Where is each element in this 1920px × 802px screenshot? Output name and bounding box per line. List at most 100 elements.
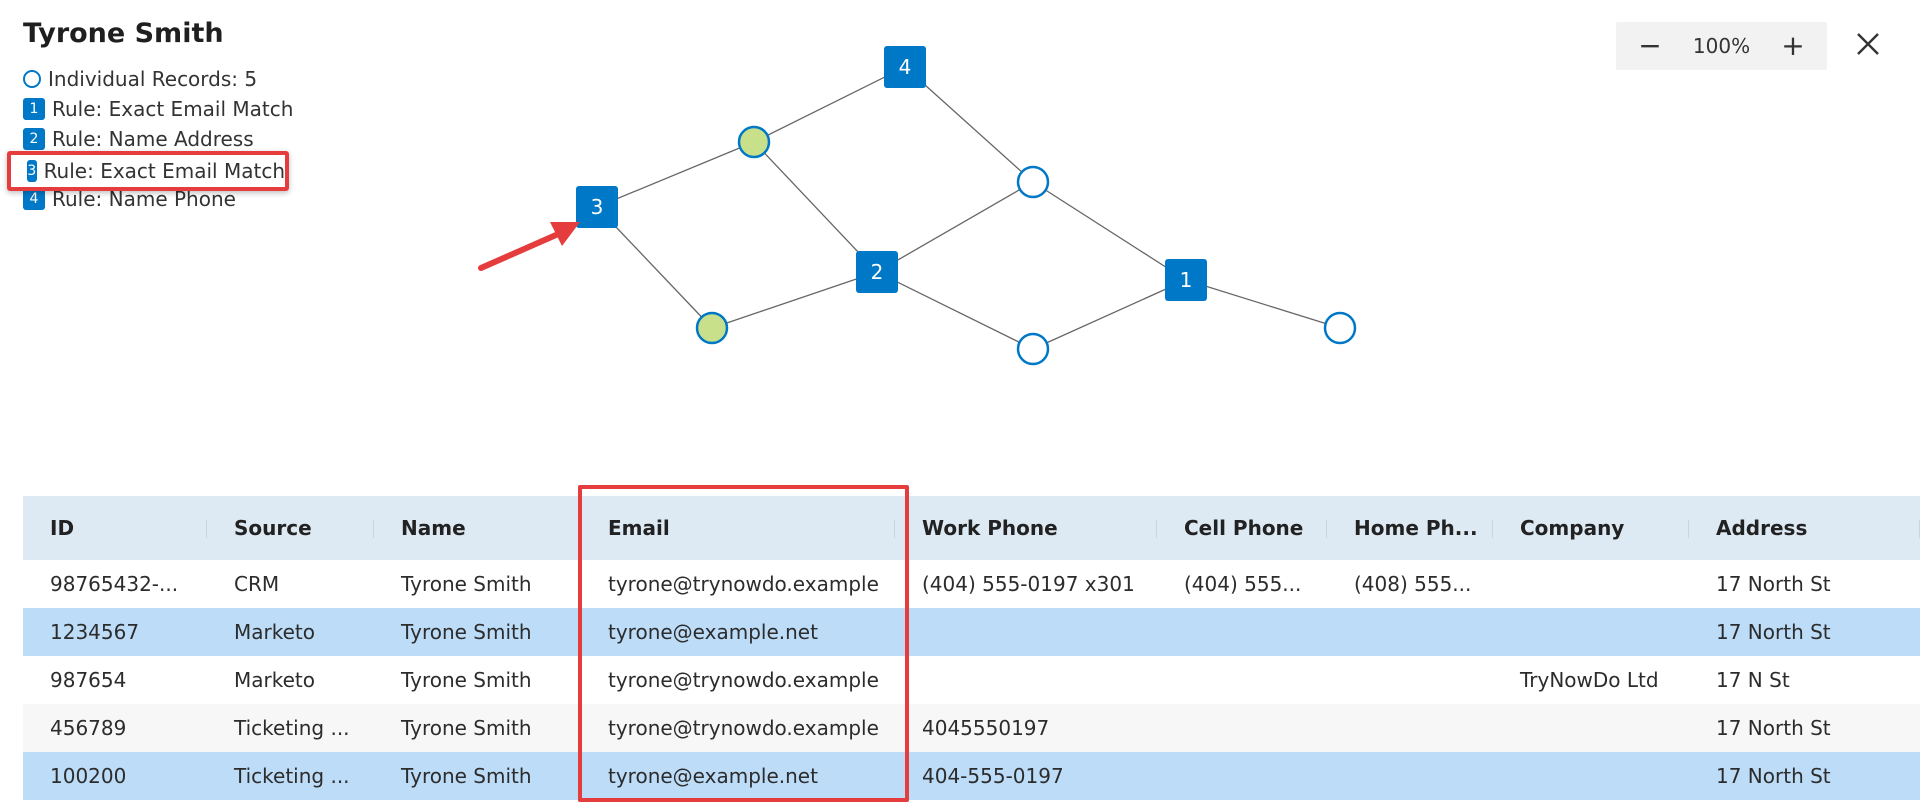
table-row[interactable]: 456789 Ticketing ... Tyrone Smith tyrone… [23,704,1920,752]
legend-item-records: Individual Records: 5 [23,64,257,94]
record-node-matched[interactable] [737,125,771,159]
rule-node-label: 2 [871,260,884,284]
column-header-home-phone[interactable]: Home Ph... [1327,496,1493,560]
rule-node-icon: 3 [27,160,37,182]
cell-email: tyrone@example.net [608,620,818,644]
rule-node-icon: 1 [23,98,45,120]
red-arrow-icon [478,222,580,271]
rule-node-label: 3 [591,195,604,219]
cell-company [1493,704,1689,752]
legend-item-rule-2: 2 Rule: Name Address [23,124,254,154]
plus-icon[interactable]: + [1781,29,1805,62]
close-button[interactable] [1852,28,1884,60]
graph-edges [596,66,1341,350]
rule-node-label: 4 [899,55,912,79]
rule-node-icon: 2 [23,128,45,150]
table-row[interactable]: 98765432-... CRM Tyrone Smith tyrone@try… [23,560,1920,608]
record-node-matched[interactable] [695,311,729,345]
records-table: ID Source Name Email Work Phone Cell Pho… [23,496,1920,800]
cell-cell-phone [1157,752,1327,800]
table-row[interactable]: 1234567 Marketo Tyrone Smith tyrone@exam… [23,608,1920,656]
cell-email: tyrone@example.net [608,764,818,788]
cell-cell-phone [1157,608,1327,656]
column-header-source[interactable]: Source [207,496,374,560]
cell-work-phone [895,656,1157,704]
cell-source: Marketo [234,668,315,692]
graph-edge [876,271,1034,350]
cell-company [1493,560,1689,608]
graph-edge [753,66,906,143]
cell-source: Marketo [234,620,315,644]
graph-edge [711,271,878,329]
rule-node-3[interactable]: 3 [576,186,618,228]
cell-address: 17 North St [1716,620,1831,644]
match-graph: 4 3 2 1 [478,46,1357,366]
graph-edge [753,141,878,273]
rule-node-icon: 4 [23,188,45,210]
record-node-icon [23,70,41,88]
legend-item-rule-4: 4 Rule: Name Phone [23,184,236,214]
cell-cell-phone [1157,704,1327,752]
legend-label: Rule: Name Address [52,127,254,151]
cell-cell-phone: (404) 555... [1184,572,1302,596]
legend-label: Rule: Exact Email Match [52,97,294,121]
rule-node-4[interactable]: 4 [884,46,926,88]
close-icon [1857,33,1879,55]
cell-address: 17 North St [1716,716,1831,740]
legend-label: Rule: Exact Email Match [43,159,285,183]
graph-edge [1185,279,1341,329]
cell-home-phone [1327,752,1493,800]
column-header-email[interactable]: Email [581,496,895,560]
minus-icon[interactable]: − [1638,29,1662,62]
column-header-id[interactable]: ID [23,496,207,560]
column-header-company[interactable]: Company [1493,496,1689,560]
table-row[interactable]: 100200 Ticketing ... Tyrone Smith tyrone… [23,752,1920,800]
cell-id: 1234567 [50,620,140,644]
cell-address: 17 North St [1716,572,1831,596]
record-node[interactable] [1016,332,1050,366]
cell-email: tyrone@trynowdo.example [608,716,879,740]
cell-company [1493,752,1689,800]
column-header-address[interactable]: Address [1689,496,1920,560]
cell-home-phone [1327,704,1493,752]
cell-work-phone: 4045550197 [922,716,1050,740]
cell-home-phone: (408) 555... [1354,572,1472,596]
cell-company: TryNowDo Ltd [1520,668,1659,692]
cell-name: Tyrone Smith [401,764,532,788]
table-header-row: ID Source Name Email Work Phone Cell Pho… [23,496,1920,560]
cell-name: Tyrone Smith [401,572,532,596]
cell-email: tyrone@trynowdo.example [608,572,879,596]
cell-id: 100200 [50,764,127,788]
cell-home-phone [1327,608,1493,656]
column-header-name[interactable]: Name [374,496,581,560]
cell-cell-phone [1157,656,1327,704]
graph-edge [596,141,755,208]
graph-edge [904,66,1034,183]
cell-source: CRM [234,572,280,596]
cell-source: Ticketing ... [234,716,350,740]
column-header-work-phone[interactable]: Work Phone [895,496,1157,560]
column-header-cell-phone[interactable]: Cell Phone [1157,496,1327,560]
legend-item-rule-1: 1 Rule: Exact Email Match [23,94,293,124]
legend-label: Individual Records: 5 [48,67,258,91]
rule-node-2[interactable]: 2 [856,251,898,293]
cell-email: tyrone@trynowdo.example [608,668,879,692]
record-node[interactable] [1323,311,1357,345]
record-node[interactable] [1016,165,1050,199]
cell-address: 17 North St [1716,764,1831,788]
graph-edge [1032,279,1187,350]
graph-edge [876,181,1034,273]
cell-work-phone: 404-555-0197 [922,764,1064,788]
table-row[interactable]: 987654 Marketo Tyrone Smith tyrone@tryno… [23,656,1920,704]
cell-source: Ticketing ... [234,764,350,788]
cell-name: Tyrone Smith [401,668,532,692]
cell-id: 456789 [50,716,127,740]
dialog-title: Tyrone Smith [23,18,224,49]
rule-node-1[interactable]: 1 [1165,259,1207,301]
cell-company [1493,608,1689,656]
rule-node-label: 1 [1180,268,1193,292]
zoom-control: − 100% + [1616,22,1827,70]
cell-work-phone: (404) 555-0197 x301 [922,572,1135,596]
graph-edge [1032,181,1187,281]
cell-id: 987654 [50,668,127,692]
